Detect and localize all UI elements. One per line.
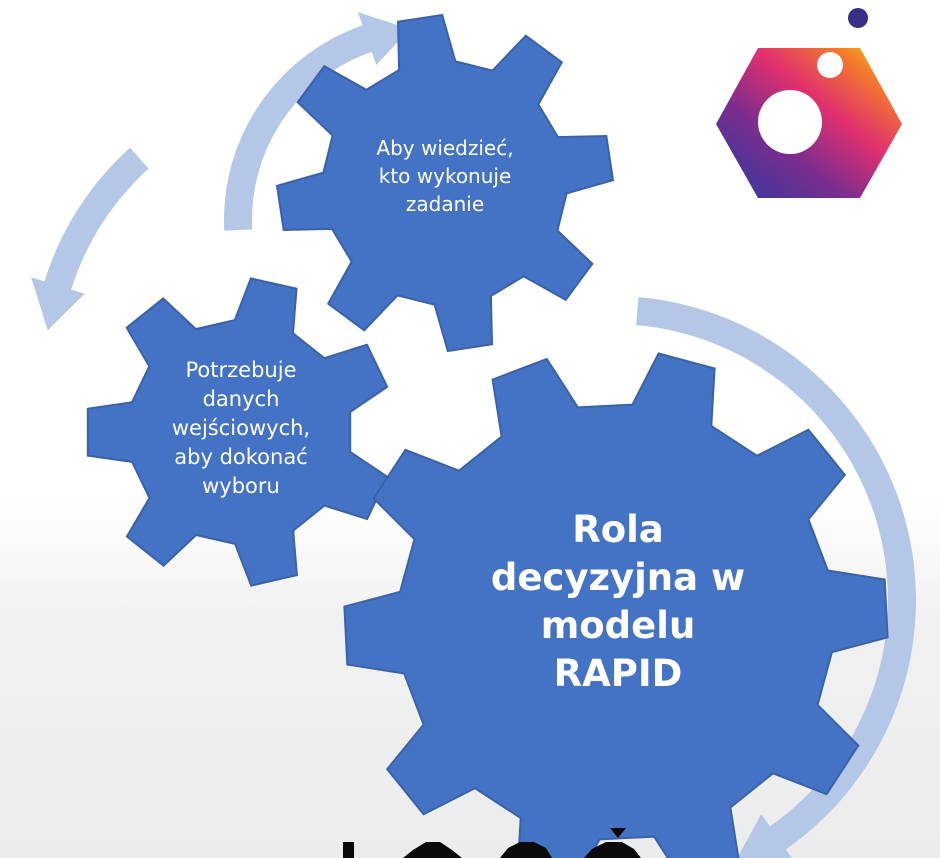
logo-circle-large <box>758 90 822 154</box>
gear-large <box>343 352 889 858</box>
gear-small <box>275 13 615 353</box>
cycle-arrow-top <box>224 12 410 231</box>
gear-small-label: Aby wiedzieć, kto wykonuje zadanie <box>376 136 514 216</box>
gear-medium <box>86 277 389 587</box>
cycle-arrow-left <box>31 147 149 331</box>
cycle-arrows <box>31 12 916 858</box>
cropped-caption-glyph-tops <box>343 828 641 858</box>
hexagon-logo-icon <box>716 8 902 198</box>
logo-dot <box>848 8 868 28</box>
logo-circle-small <box>817 52 843 78</box>
cropped-caption <box>0 812 940 858</box>
gear-large-label: Rola decyzyjna w modelu RAPID <box>490 508 746 695</box>
gear-medium-label: Potrzebuje danych wejściowych, aby dokon… <box>171 358 311 498</box>
cycle-arrow-right <box>636 297 916 858</box>
